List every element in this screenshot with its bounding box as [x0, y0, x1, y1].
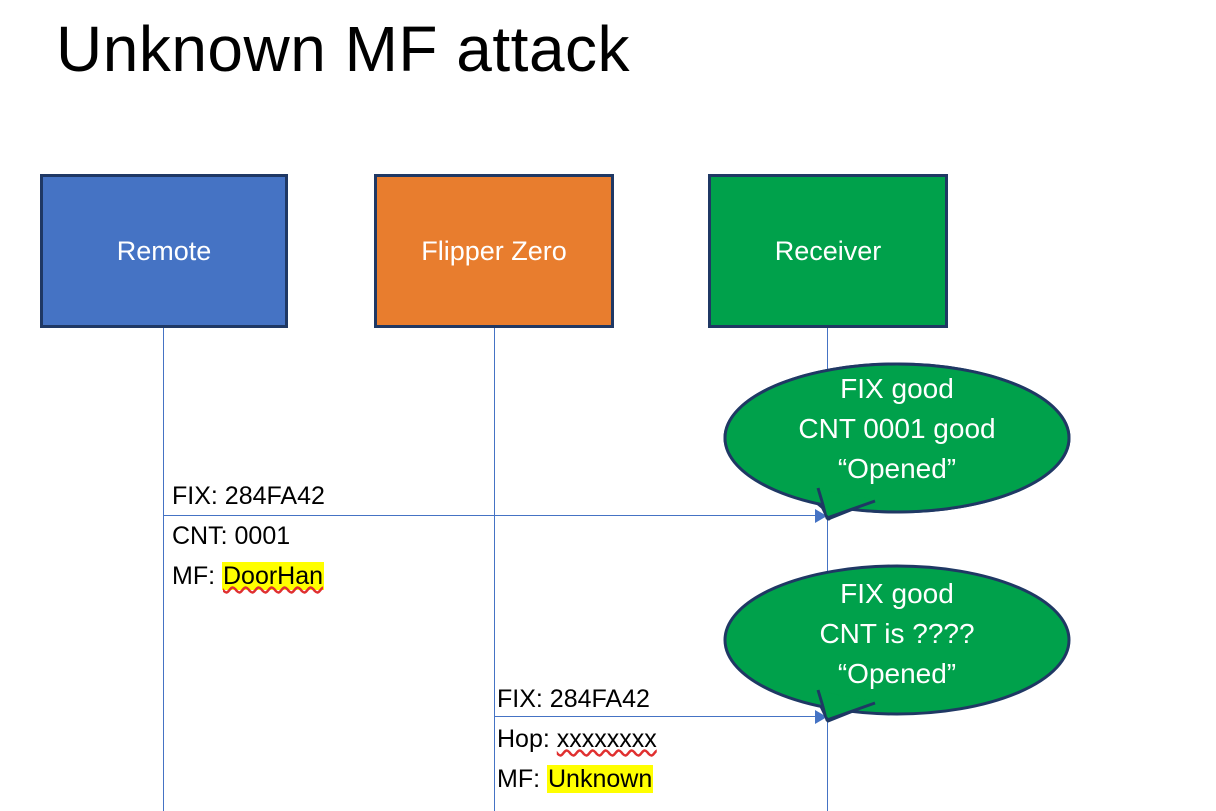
message-line-label: MF:: [172, 562, 216, 590]
actor-label-receiver: Receiver: [774, 236, 882, 266]
message-line-label: Hop:: [497, 725, 550, 753]
actor-box-receiver[interactable]: Receiver: [708, 174, 948, 328]
message-line-value-highlighted: Unknown: [547, 765, 654, 793]
speech-bubble-shape: [723, 362, 1071, 521]
lifeline-receiver: [827, 328, 828, 811]
message-line-label: FIX:: [497, 685, 543, 713]
message-label-flipper-to-receiver: FIX: 284FA42 Hop: xxxxxxxx MF: Unknown: [497, 679, 657, 799]
arrow-shaft: [494, 716, 816, 717]
message-line: FIX: 284FA42: [172, 476, 325, 516]
message-line-value-highlighted: DoorHan: [222, 562, 325, 590]
message-line-label: CNT:: [172, 522, 228, 550]
actor-box-flipper-zero[interactable]: Flipper Zero: [374, 174, 614, 328]
actor-label-flipper-zero: Flipper Zero: [421, 236, 567, 266]
message-line-label: MF:: [497, 765, 541, 793]
lifeline-flipper-zero: [494, 328, 495, 811]
message-line-label: FIX:: [172, 482, 218, 510]
message-line: Hop: xxxxxxxx: [497, 719, 657, 759]
message-line: FIX: 284FA42: [497, 679, 657, 719]
speech-bubble-receiver-second: FIX good CNT is ???? “Opened”: [723, 564, 1071, 723]
speech-bubble-receiver-first: FIX good CNT 0001 good “Opened”: [723, 362, 1071, 521]
speech-bubble-shape: [723, 564, 1071, 723]
message-label-remote-to-receiver: FIX: 284FA42 CNT: 0001 MF: DoorHan: [172, 476, 325, 596]
message-line-value: 284FA42: [224, 482, 325, 510]
arrow-shaft: [163, 515, 816, 516]
message-line-value: xxxxxxxx: [556, 725, 657, 753]
page-title: Unknown MF attack: [56, 13, 631, 85]
message-line: MF: DoorHan: [172, 556, 325, 596]
message-line: MF: Unknown: [497, 759, 657, 799]
actor-box-remote[interactable]: Remote: [40, 174, 288, 328]
message-line-value: 0001: [234, 522, 291, 550]
lifeline-remote: [163, 328, 164, 811]
message-line-value: 284FA42: [549, 685, 650, 713]
message-line: CNT: 0001: [172, 516, 325, 556]
actor-label-remote: Remote: [116, 236, 212, 266]
